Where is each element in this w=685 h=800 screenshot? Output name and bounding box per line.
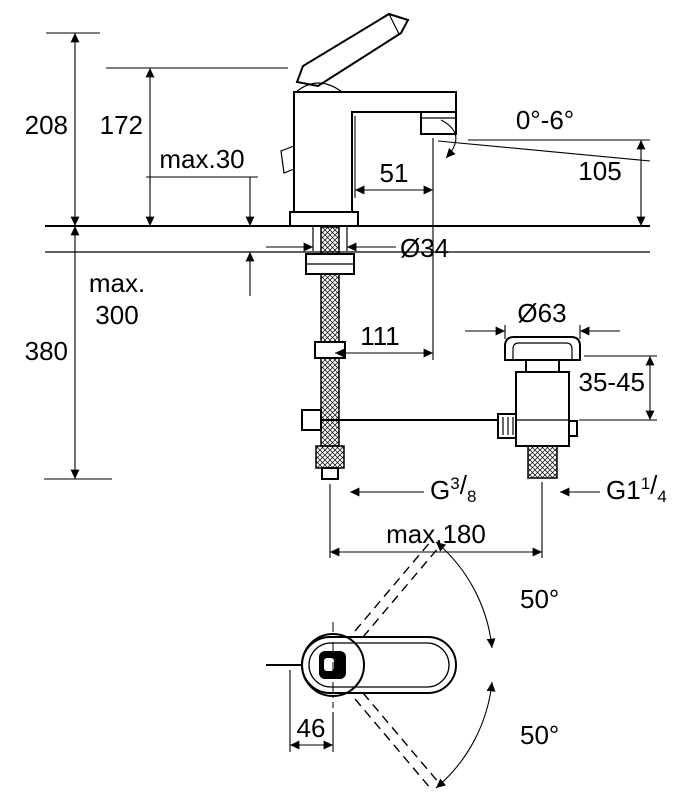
note-max300: max. 300 (89, 268, 145, 330)
coupling-nut (314, 341, 346, 359)
swivel-arc-upper (435, 541, 496, 649)
swivel-ray-lower-a (362, 692, 440, 784)
top-view-handle: 50° 50° (266, 540, 559, 790)
dim-flange-diameter-63: Ø63 (465, 298, 620, 339)
swivel-lower-label: 50° (520, 720, 559, 750)
swivel-ray-lower-b (354, 698, 432, 790)
faucet-aerator (420, 111, 457, 135)
dim-outlet-height-105: 105 (578, 140, 646, 226)
threaded-shank-upper (320, 226, 340, 343)
dim-angle-label: 0°-6° (516, 105, 574, 135)
note-max300-line2: 300 (95, 300, 138, 330)
dim-max180-label: max.180 (386, 519, 486, 549)
dim-overall-height-208: 208 (25, 32, 100, 226)
dim-outlet-offset-46: 46 (289, 670, 334, 752)
dim-172-label: 172 (100, 110, 143, 140)
note-max300-line1: max. (89, 268, 145, 298)
angle-arc-arrow (440, 119, 457, 159)
supply-connection-hex (315, 445, 345, 469)
dim-aerator-angle: 0°-6° (437, 105, 651, 162)
supply-thread-sup: 3 (450, 474, 459, 493)
swivel-upper-label: 50° (520, 584, 559, 614)
dim-body-height-172: 172 (100, 67, 288, 226)
threaded-shank-lower (320, 357, 340, 447)
handle-outline-inner (308, 642, 450, 688)
dim-3545-label: 35-45 (579, 367, 646, 397)
dim-105-label: 105 (578, 156, 621, 186)
popup-rod-fitting (301, 409, 322, 431)
dim-111-label: 111 (360, 321, 400, 351)
drain-thread-slash: / (650, 470, 658, 500)
drain-thread-sub: 4 (657, 487, 666, 506)
cartridge-slot (324, 658, 334, 671)
side-view-faucet (280, 12, 457, 227)
faucet-body-spout-outline (293, 91, 457, 212)
drain-thread-base: G1 (606, 475, 641, 505)
popup-drain-assembly (497, 336, 581, 479)
drain-tailpiece (527, 445, 558, 479)
popup-lever-hook (280, 145, 295, 174)
drain-flange-inner (512, 342, 573, 360)
drain-neck (525, 359, 560, 373)
dim-380-label: 380 (25, 336, 68, 366)
dim-max30-label: max.30 (159, 144, 244, 174)
dim-d34-label: Ø34 (400, 233, 449, 263)
under-counter-assembly (301, 226, 514, 480)
dim-spout-front-51: 51 (354, 116, 434, 360)
swivel-arc-lower (435, 681, 496, 789)
drain-body (515, 371, 570, 447)
dim-flange-range-3545: 35-45 (579, 355, 657, 421)
drain-flange (504, 336, 581, 361)
supply-thread-sub: 8 (467, 487, 476, 506)
dim-outlet-reach-111: 111 (335, 321, 433, 358)
supply-thread-slash: / (460, 470, 468, 500)
swivel-ray-upper-b (354, 540, 432, 632)
drain-side-step (568, 420, 578, 437)
label-drain-thread-g114: G11/4 (560, 470, 667, 506)
dim-hole-diameter-34: Ø34 (266, 233, 449, 263)
dim-208-label: 208 (25, 110, 68, 140)
dim-counter-thickness-max30: max.30 (146, 144, 258, 296)
drain-thread-label: G11/4 (606, 470, 667, 506)
counter-section (45, 225, 650, 253)
faucet-lever-base-dome (295, 82, 343, 93)
faucet-base-flange (289, 211, 359, 227)
knob-knurl-lines (502, 417, 514, 435)
dim-51-label: 51 (380, 158, 409, 188)
supply-thread-base: G (430, 475, 450, 505)
supply-connection-tip (321, 467, 339, 480)
dim-46-label: 46 (297, 713, 326, 743)
swivel-ray-upper-a (362, 546, 440, 638)
drain-thread-sup: 1 (641, 474, 650, 493)
dim-below-depth-380: 380 (25, 226, 112, 480)
label-supply-thread-g38: G3/8 (350, 470, 476, 506)
supply-thread-label: G3/8 (430, 470, 476, 506)
faucet-lever (295, 12, 410, 88)
dim-d63-label: Ø63 (517, 298, 566, 328)
faucet-lever-tip-line (388, 13, 400, 35)
